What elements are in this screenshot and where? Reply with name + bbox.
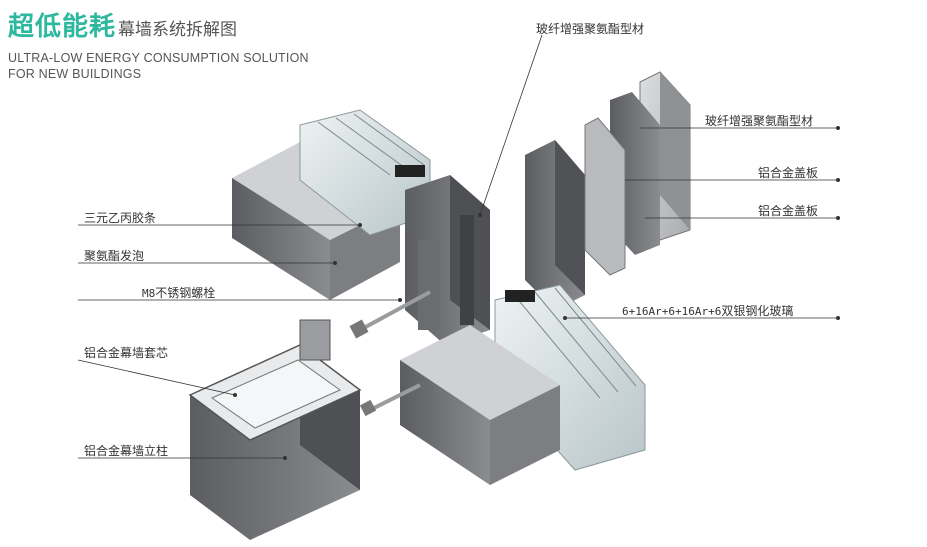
label-glass-spec: 6+16Ar+6+16Ar+6 [622, 305, 722, 318]
label-bolt-code: M8 [142, 287, 156, 300]
leader-lines [77, 34, 838, 459]
subtitle-line-2: FOR NEW BUILDINGS [8, 67, 142, 81]
subtitle: ULTRA-LOW ENERGY CONSUMPTION SOLUTION FO… [8, 50, 309, 82]
leader-gfrp-top [479, 34, 543, 216]
label-mullion: 铝合金幕墙立柱 [84, 444, 169, 458]
lower-glass-unit [494, 284, 646, 471]
label-glass-name: 双银钢化玻璃 [721, 304, 794, 318]
label-pu-foam: 聚氨酯发泡 [84, 249, 145, 263]
center-cover-plate [525, 140, 585, 310]
label-glass: 6+16Ar+6+16Ar+6双银钢化玻璃 [622, 304, 793, 319]
title-highlight: 超低能耗 [8, 12, 117, 42]
central-mullion [405, 175, 490, 345]
label-mullion-sleeve: 铝合金幕墙套芯 [84, 346, 169, 360]
label-gfrp-profile-top: 玻纤增强聚氨酯型材 [536, 22, 645, 36]
label-epdm-strip: 三元乙丙胶条 [84, 211, 157, 225]
bolts [349, 290, 431, 417]
cover-plate-part-2 [584, 117, 626, 276]
page-title: 超低能耗幕墙系统拆解图 [8, 6, 237, 43]
leader-sleeve [77, 359, 236, 396]
label-cover-plate-1: 铝合金盖板 [758, 166, 819, 180]
lower-foam-block [400, 325, 560, 485]
label-cover-plate-2: 铝合金盖板 [758, 204, 819, 218]
aluminum-mullion [188, 319, 362, 540]
subtitle-line-1: ULTRA-LOW ENERGY CONSUMPTION SOLUTION [8, 51, 309, 65]
upper-glass-unit [299, 109, 431, 236]
label-bolt-name: 不锈钢螺栓 [155, 286, 216, 300]
label-gfrp-profile-right: 玻纤增强聚氨酯型材 [705, 114, 814, 128]
label-bolt: M8不锈钢螺栓 [142, 286, 215, 301]
title-rest: 幕墙系统拆解图 [118, 20, 238, 40]
leader-dots [233, 126, 840, 460]
